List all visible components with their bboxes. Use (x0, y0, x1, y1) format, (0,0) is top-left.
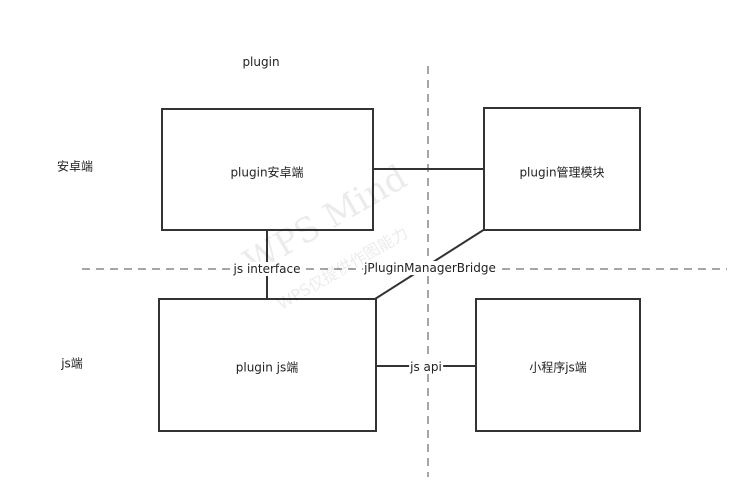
lane-label-android: 安卓端 (56, 159, 94, 174)
edge-label-js-api: js api (409, 360, 443, 374)
diagram-title: plugin (242, 55, 280, 69)
node-android: plugin安卓端 (230, 165, 304, 180)
edge-label-js-interface: js interface (232, 262, 302, 276)
lane-label-js: js端 (61, 356, 83, 371)
node-manager: plugin管理模块 (519, 165, 605, 180)
node-miniapp: 小程序js端 (529, 360, 587, 375)
node-js: plugin js端 (235, 360, 299, 375)
edge-label-bridge: jPluginManagerBridge (363, 261, 497, 275)
